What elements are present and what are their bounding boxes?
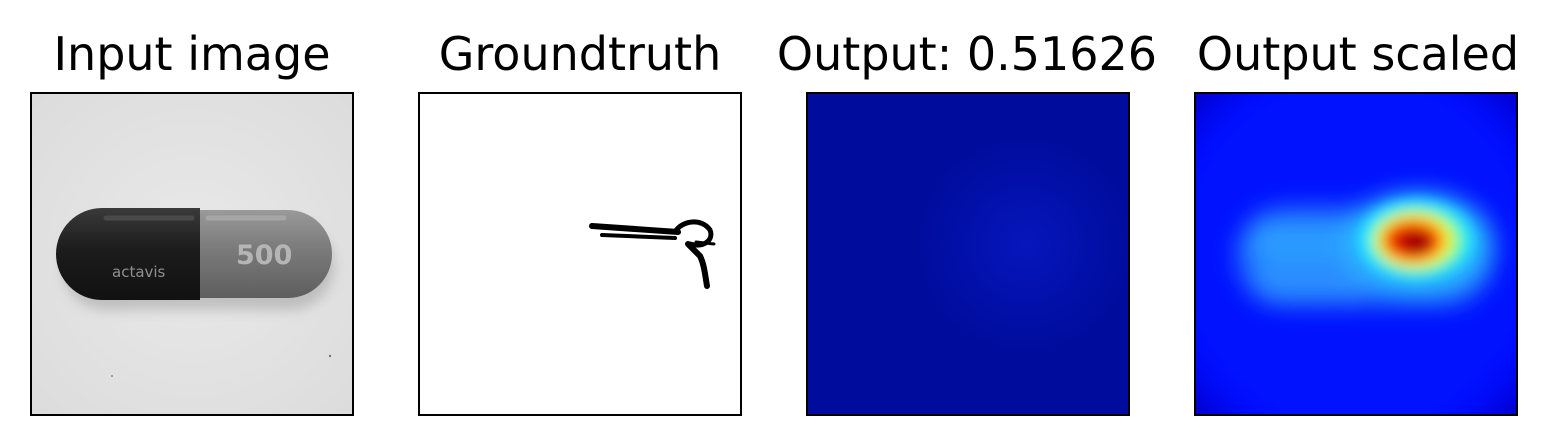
- panel-title-groundtruth: Groundtruth: [438, 27, 722, 81]
- output-heatmap-panel: [806, 92, 1130, 416]
- panel-title-output: Output: 0.51626: [776, 27, 1158, 81]
- capsule-number-print: 500: [236, 240, 292, 271]
- panel-title-input: Input image: [53, 27, 331, 81]
- input-image-panel: 500 actavis: [30, 92, 354, 416]
- output-scaled-heatmap: [1196, 94, 1516, 414]
- output-scaled-heatmap-panel: [1194, 92, 1518, 416]
- output-heatmap: [808, 94, 1128, 414]
- panel-title-output-scaled: Output scaled: [1196, 27, 1520, 81]
- capsule-photo: 500 actavis: [32, 94, 352, 414]
- groundtruth-mask: [420, 94, 740, 414]
- groundtruth-panel: [418, 92, 742, 416]
- capsule-brand-print: actavis: [112, 263, 166, 281]
